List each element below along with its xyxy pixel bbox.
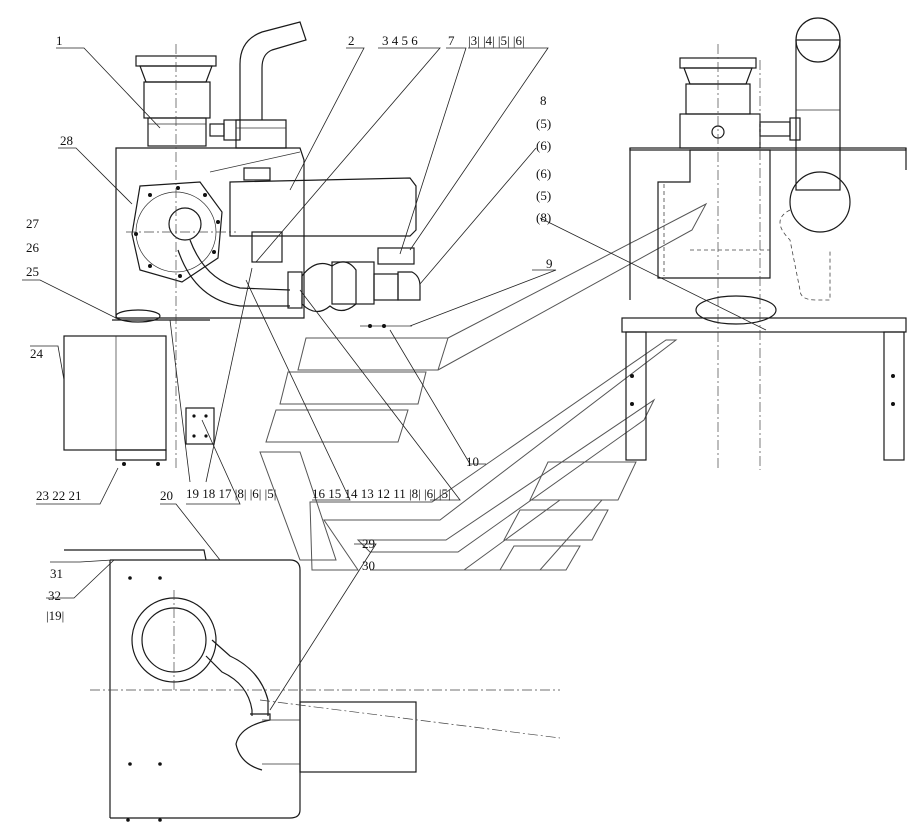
callouts: 1 2 3 4 5 6 7 |3| |4| |5| |6| 8 (5) (6) … [26, 33, 553, 623]
callout-10: 10 [466, 454, 479, 469]
callout-3-6: 3 4 5 6 [382, 33, 418, 48]
side-round [789, 171, 851, 233]
callout-5a: (5) [536, 116, 551, 131]
callout-2: 2 [348, 33, 355, 48]
coupling-1 [287, 271, 303, 309]
side-hidden-pipe [779, 209, 831, 301]
callout-3-6-ref: |3| |4| |5| |6| [468, 33, 525, 48]
side-base [621, 317, 907, 333]
side-view [621, 17, 907, 470]
callout-8: 8 [540, 93, 547, 108]
callout-31: 31 [50, 566, 63, 581]
top-pipe-b [205, 655, 253, 716]
pipe-upper [189, 239, 291, 291]
side-tank-foot [115, 449, 167, 461]
top-outline [110, 559, 301, 819]
callout-28: 28 [60, 133, 73, 148]
callout-6b: (6) [536, 166, 551, 181]
housing-port [168, 207, 202, 241]
frame-diagonal [209, 151, 301, 173]
callout-23-21: 23 22 21 [36, 488, 82, 503]
callout-29: 29 [362, 536, 375, 551]
callout-19b: |19| [46, 608, 64, 623]
coupling-flange [373, 273, 399, 301]
top-flange-end [176, 549, 207, 561]
housing-polygon [131, 181, 223, 283]
side-housing [657, 149, 771, 279]
top-tank [299, 701, 417, 773]
filter-clamp [223, 119, 241, 141]
tank-neck [243, 167, 271, 181]
leader-lines [22, 47, 767, 711]
side-leg-right [883, 331, 905, 461]
housing-bolts [134, 186, 220, 278]
callout-24: 24 [30, 346, 44, 361]
side-mount-pad [695, 295, 777, 325]
callout-19-5: 19 18 17 |8| |6| |5| [186, 486, 276, 501]
callout-32: 32 [48, 588, 61, 603]
callout-5b: (5) [536, 188, 551, 203]
callout-8b: (8) [536, 210, 551, 225]
pipe-lower [177, 249, 290, 307]
side-filter-clamp [789, 117, 801, 141]
top-center-h2 [259, 699, 561, 739]
upper-clamp [377, 247, 415, 265]
side-tank [63, 335, 167, 451]
muffler-tank [229, 177, 417, 237]
coupling-end [397, 271, 421, 301]
callout-7: 7 [448, 33, 455, 48]
air-filter-lower [147, 117, 207, 147]
callout-26: 26 [26, 240, 40, 255]
lower-bracket [185, 407, 215, 445]
frame-box [115, 147, 305, 319]
side-exhaust [795, 39, 841, 191]
top-view [64, 549, 561, 822]
exhaust-elbow [239, 21, 307, 120]
filter-outlet [209, 123, 225, 137]
ghost-guides [259, 202, 708, 571]
callout-9: 9 [546, 256, 553, 271]
callout-6a: (6) [536, 138, 551, 153]
callout-25: 25 [26, 264, 39, 279]
callout-16-5: 16 15 14 13 12 11 |8| |6| |5| [312, 486, 451, 501]
tank-bracket [251, 231, 283, 263]
side-leg-left [625, 331, 647, 461]
top-pipe-a [211, 639, 269, 716]
callout-27: 27 [26, 216, 40, 231]
exhaust-lower [235, 119, 287, 149]
front-view [63, 21, 421, 470]
callout-1: 1 [56, 33, 63, 48]
top-elbow [235, 713, 271, 771]
callout-20: 20 [160, 488, 173, 503]
mount-pad [115, 309, 161, 323]
side-filter-outlet [759, 121, 791, 137]
side-filter-lower [679, 113, 761, 149]
callout-30: 30 [362, 558, 375, 573]
coupling-block [331, 261, 375, 305]
air-filter-body [143, 81, 211, 119]
